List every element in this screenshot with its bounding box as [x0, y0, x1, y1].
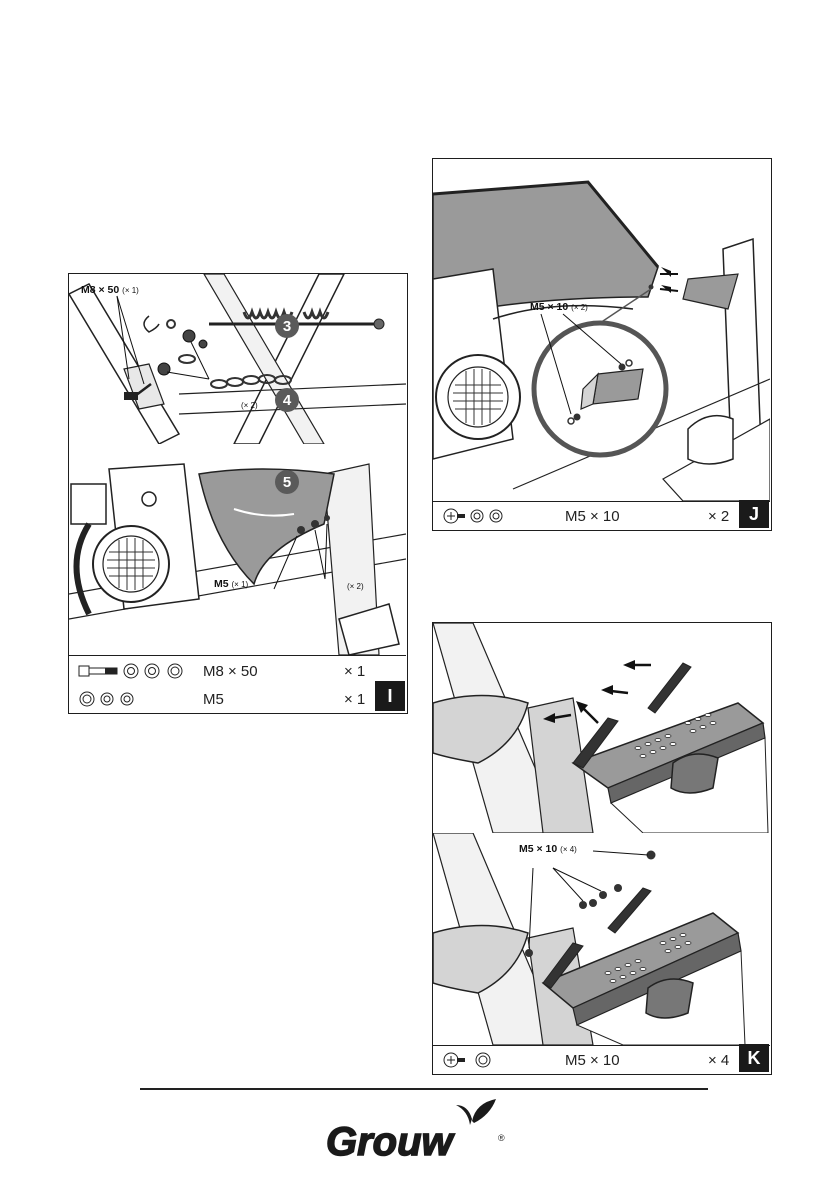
hardware-icons-m8 [77, 663, 197, 679]
qty-m5: × 1 [344, 691, 365, 708]
panel-i: M8 × 50 (× 1) 3 4 (× 2) [68, 273, 408, 714]
step-badge-i: I [375, 681, 405, 711]
qty-m8x50: × 1 [344, 663, 365, 680]
screw-nut-icon [441, 1052, 501, 1068]
table-fasten-illustration [433, 833, 770, 1045]
callout-m8x50: M8 × 50 (× 1) [81, 284, 139, 296]
screw-washer-icon [441, 508, 511, 524]
panel-j-illustration: M5 × 10 (× 2) [433, 159, 770, 502]
callout-j-m5x10: M5 × 10 (× 2) [530, 301, 588, 313]
panel-i-illustration-top: M8 × 50 (× 1) 3 4 (× 2) [69, 274, 406, 445]
blade-guard-illustration [433, 159, 770, 501]
qty-k: × 4 [708, 1052, 729, 1069]
callout-k-m5x10: M5 × 10 (× 4) [519, 843, 577, 855]
parts-row-m8x50: M8 × 50 × 1 [69, 658, 407, 684]
step-3-marker: 3 [275, 314, 299, 338]
table-extension-illustration [433, 623, 770, 833]
callout-m5: M5 (× 1) [214, 578, 248, 590]
step-4-marker: 4 [275, 388, 299, 412]
panel-k-illustration-top [433, 623, 770, 834]
brand-logo: Grouw ® [320, 1093, 520, 1165]
size-m5: M5 [203, 691, 224, 708]
parts-row-j: M5 × 10 × 2 [433, 503, 771, 529]
hardware-icons-j [441, 508, 511, 524]
registered-mark: ® [498, 1133, 505, 1143]
step-badge-k: K [739, 1044, 769, 1072]
hardware-icons-m5 [77, 691, 147, 707]
panel-i-illustration-bottom: 5 M5 (× 1) (× 2) [69, 444, 406, 656]
panel-k-illustration-bottom: M5 × 10 (× 4) [433, 833, 770, 1046]
bolt-washer-nut-icon [77, 663, 197, 679]
size-j: M5 × 10 [565, 508, 620, 525]
panel-k: M5 × 10 (× 4) M5 × 10 × 4 K [432, 622, 772, 1075]
footer-divider [140, 1088, 708, 1090]
motor-guard-illustration [69, 444, 406, 655]
hardware-icons-k [441, 1052, 501, 1068]
parts-row-m5: M5 × 1 [69, 686, 407, 712]
grouw-logo-icon: Grouw ® [320, 1093, 520, 1165]
step-5-marker: 5 [275, 470, 299, 494]
nut-washer-icon [77, 691, 147, 707]
step-badge-j: J [739, 500, 769, 528]
chain-spring-illustration [69, 274, 406, 444]
size-m8x50: M8 × 50 [203, 663, 258, 680]
panel-j: M5 × 10 (× 2) M5 × 10 × 2 J [432, 158, 772, 531]
size-k: M5 × 10 [565, 1052, 620, 1069]
callout-x2-top: (× 2) [241, 399, 258, 411]
brand-wordmark: Grouw [326, 1120, 456, 1164]
callout-x2-bottom: (× 2) [347, 580, 364, 592]
parts-row-k: M5 × 10 × 4 [433, 1047, 771, 1073]
qty-j: × 2 [708, 508, 729, 525]
